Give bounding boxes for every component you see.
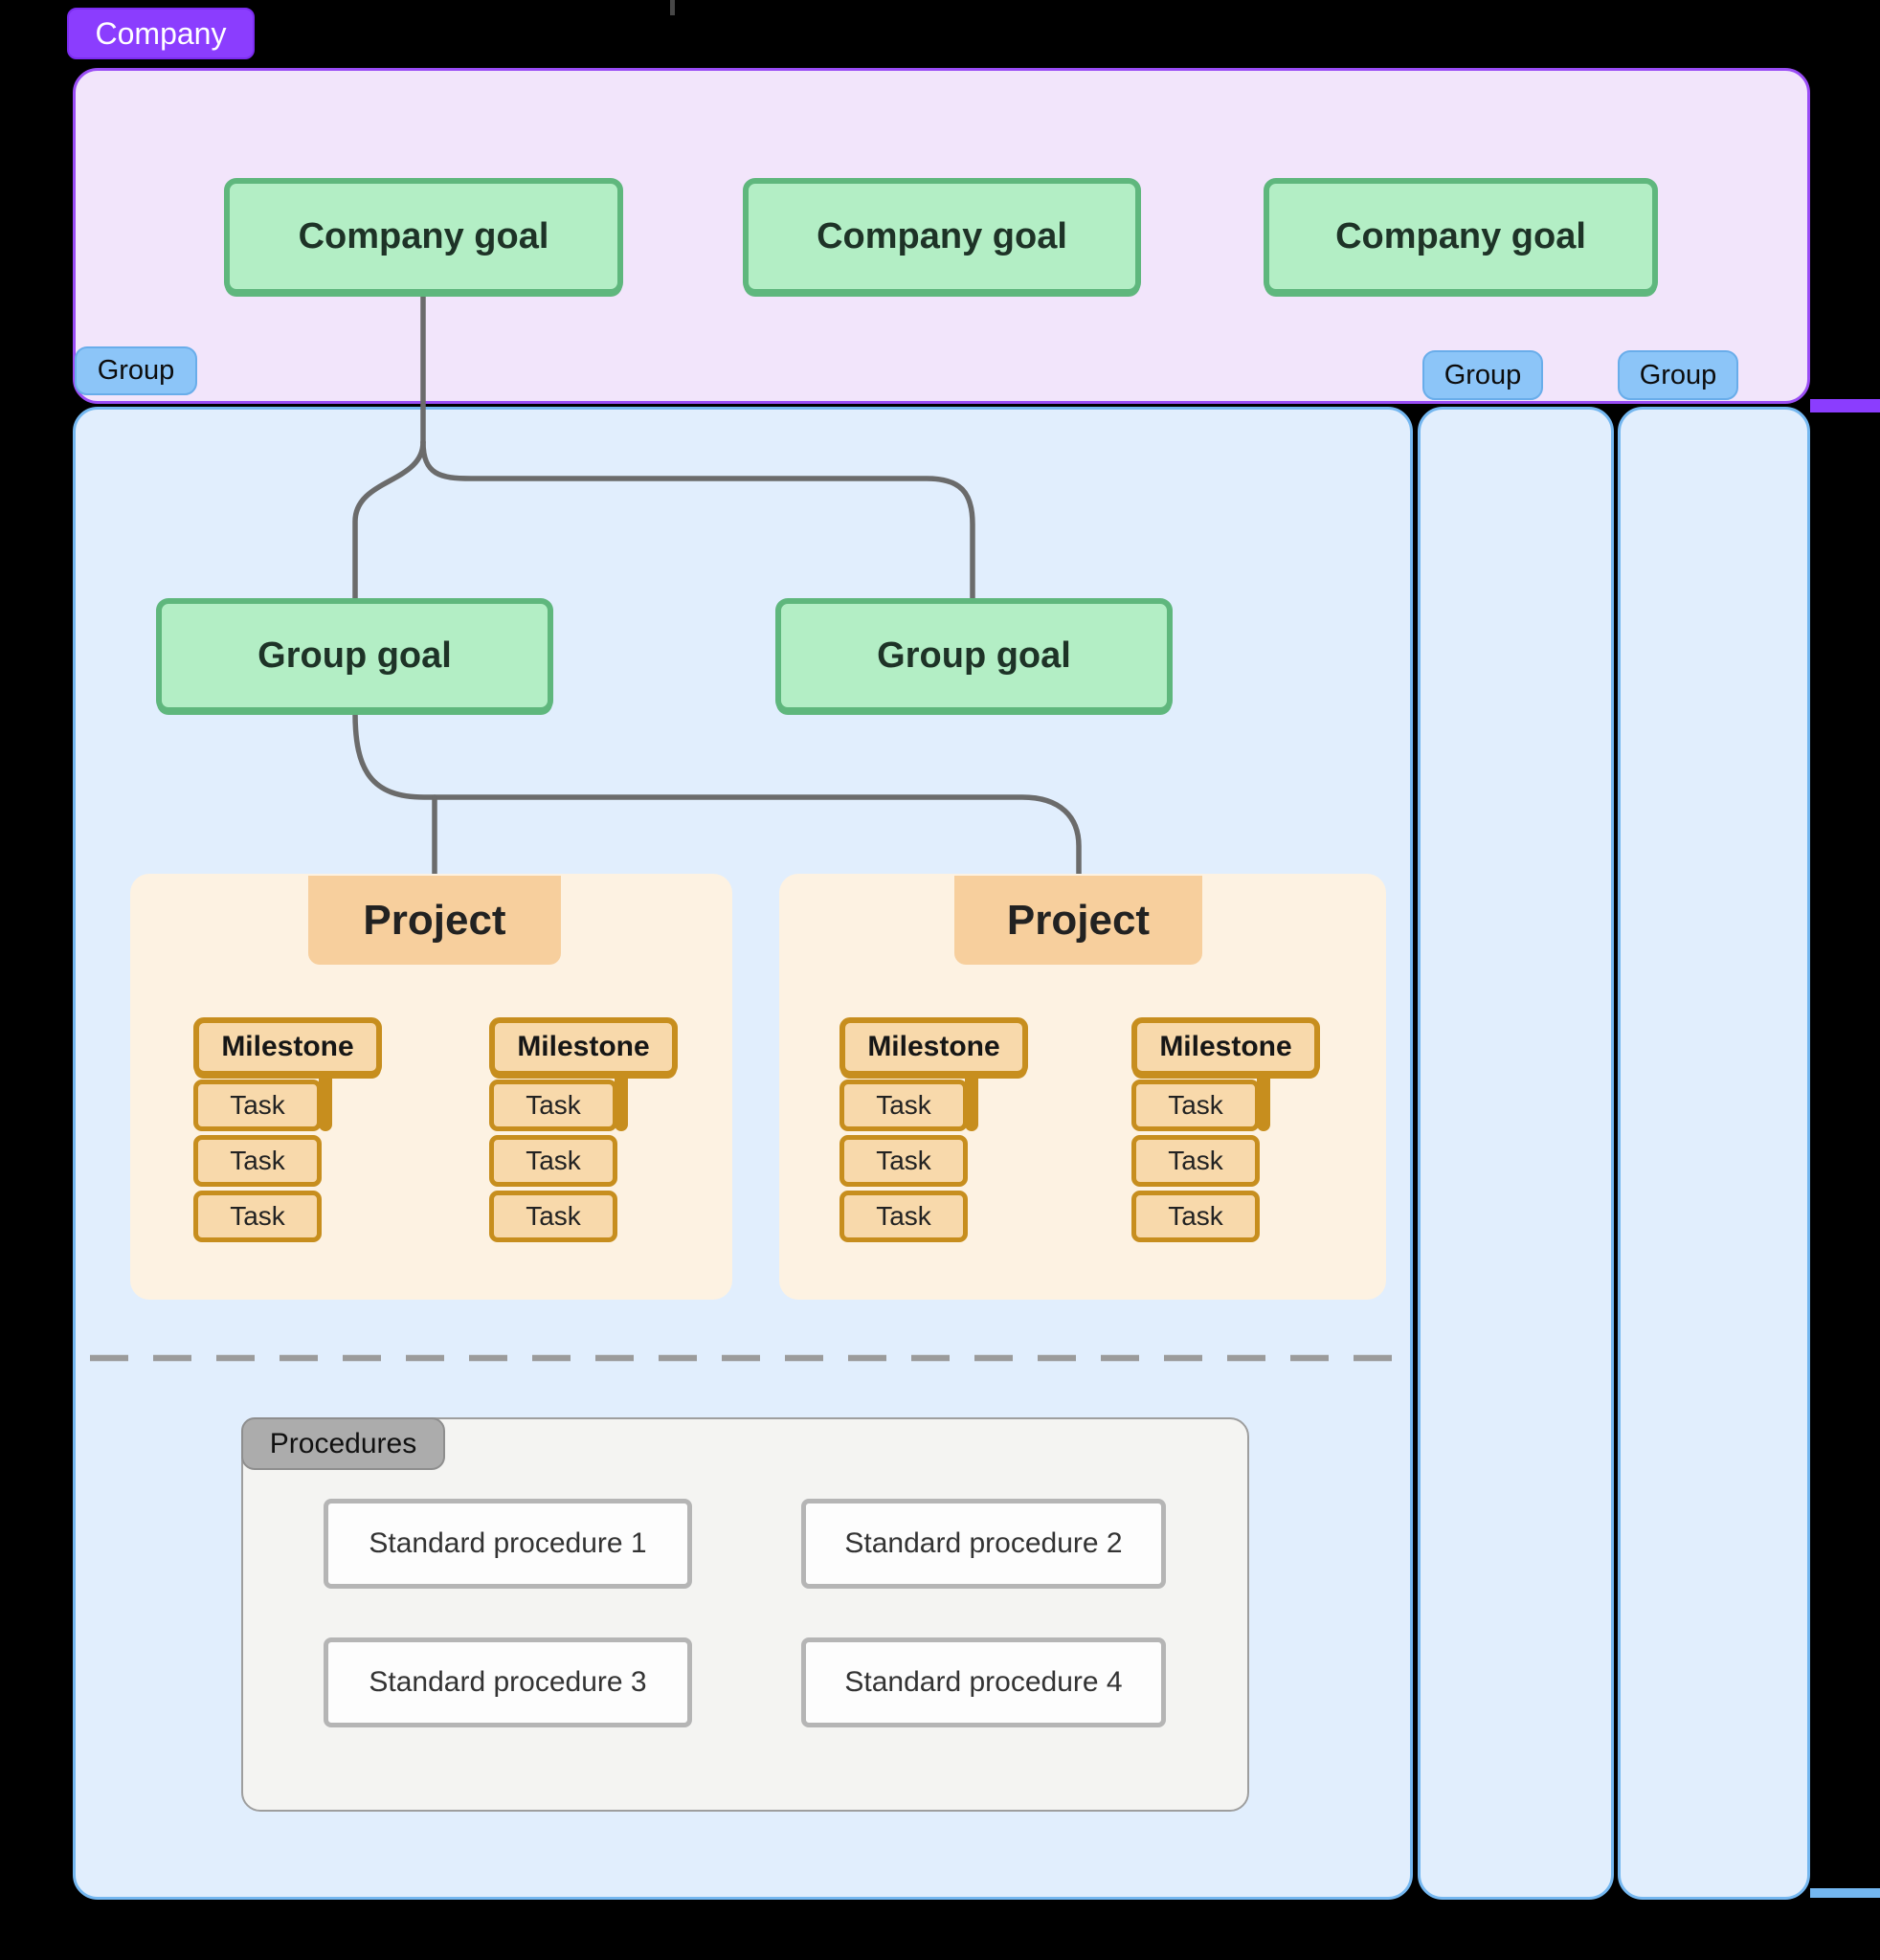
group-badge-column-3[interactable]: Group	[1618, 350, 1738, 400]
milestone-connector-tab	[319, 1074, 332, 1131]
task-box[interactable]: Task	[1131, 1191, 1260, 1242]
group-area-edge-tab	[1810, 1888, 1880, 1898]
task-box[interactable]: Task	[489, 1080, 617, 1131]
standard-procedure-box[interactable]: Standard procedure 2	[801, 1499, 1166, 1589]
company-goal-box[interactable]: Company goal	[743, 178, 1141, 295]
procedures-badge[interactable]: Procedures	[241, 1417, 445, 1470]
group-goal-box[interactable]: Group goal	[156, 598, 553, 713]
connector-companygoal-to-groupgoal2	[420, 439, 975, 601]
company-badge[interactable]: Company	[67, 8, 255, 59]
connector-groupgoal-stem	[352, 710, 1082, 877]
standard-procedure-box[interactable]: Standard procedure 4	[801, 1637, 1166, 1727]
group-badge-column-2[interactable]: Group	[1422, 350, 1543, 400]
group-badge-main[interactable]: Group	[75, 346, 197, 395]
task-box[interactable]: Task	[839, 1191, 968, 1242]
company-goal-box[interactable]: Company goal	[224, 178, 623, 295]
task-box[interactable]: Task	[489, 1191, 617, 1242]
company-goal-box[interactable]: Company goal	[1264, 178, 1658, 295]
task-box[interactable]: Task	[193, 1080, 322, 1131]
group-area-column-3[interactable]	[1618, 407, 1810, 1900]
task-box[interactable]: Task	[839, 1135, 968, 1187]
milestone-box[interactable]: Milestone	[839, 1017, 1028, 1077]
group-area-column-2[interactable]	[1418, 407, 1614, 1900]
milestone-box[interactable]: Milestone	[193, 1017, 382, 1077]
project-badge[interactable]: Project	[308, 876, 561, 965]
procedures-container[interactable]	[241, 1417, 1249, 1812]
project-badge[interactable]: Project	[954, 876, 1202, 965]
milestone-box[interactable]: Milestone	[489, 1017, 678, 1077]
task-box[interactable]: Task	[193, 1191, 322, 1242]
task-box[interactable]: Task	[1131, 1135, 1260, 1187]
task-box[interactable]: Task	[489, 1135, 617, 1187]
task-box[interactable]: Task	[1131, 1080, 1260, 1131]
task-box[interactable]: Task	[193, 1135, 322, 1187]
milestone-connector-tab	[965, 1074, 978, 1131]
task-box[interactable]: Task	[839, 1080, 968, 1131]
standard-procedure-box[interactable]: Standard procedure 3	[324, 1637, 692, 1727]
canvas-tick-mark	[670, 0, 675, 15]
milestone-connector-tab	[1257, 1074, 1270, 1131]
milestone-connector-tab	[615, 1074, 628, 1131]
connector-companygoal-to-groupgoal1	[352, 439, 426, 601]
milestone-box[interactable]: Milestone	[1131, 1017, 1320, 1077]
group-goal-box[interactable]: Group goal	[775, 598, 1173, 713]
standard-procedure-box[interactable]: Standard procedure 1	[324, 1499, 692, 1589]
company-area-edge-tab	[1810, 399, 1880, 412]
